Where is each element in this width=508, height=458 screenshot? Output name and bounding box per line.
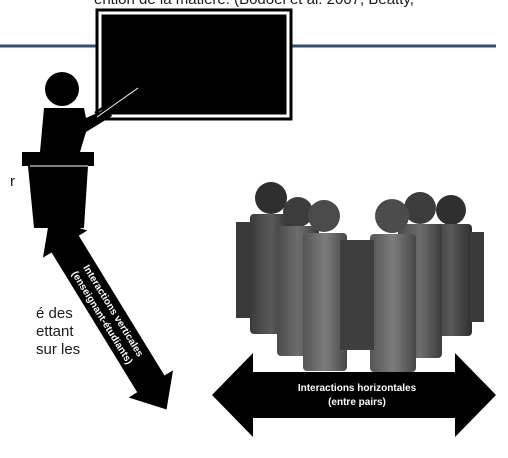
vertical-interaction-arrow: Interactions verticales (enseignant-étud…: [42, 218, 174, 410]
top-cut-text: ention de la matière. (Bodoel et al. 200…: [94, 0, 414, 9]
left-text-fragment-2: ettant: [36, 323, 74, 340]
left-text-fragment-3: sur les: [36, 341, 81, 358]
teacher-figure: [40, 72, 139, 152]
horizontal-arrow-label-2: (entre pairs): [328, 397, 386, 408]
horizontal-interaction-arrow: Interactions horizontales (entre pairs): [212, 353, 496, 437]
student-group: [236, 182, 484, 372]
blackboard: [95, 8, 293, 121]
horizontal-arrow-label-1: Interactions horizontales: [298, 383, 417, 394]
lectern: [22, 152, 94, 228]
left-text-fragment-1: é des: [36, 305, 73, 322]
left-text-fragment: r: [10, 173, 15, 190]
